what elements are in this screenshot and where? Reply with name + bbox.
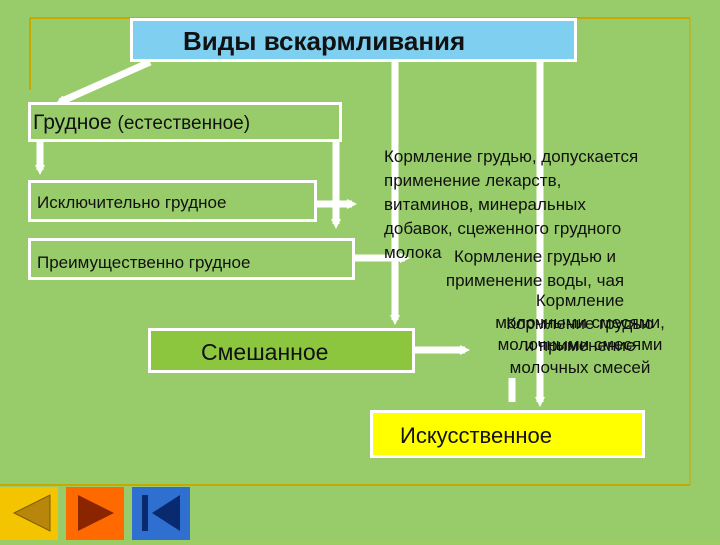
predominant-box: Преимущественно грудное bbox=[28, 238, 355, 280]
arrow-lines bbox=[35, 58, 545, 407]
nav-next-button[interactable] bbox=[132, 487, 190, 540]
arrow-title-to-breast bbox=[55, 58, 152, 106]
breast-feeding-label: Грудное (естественное) bbox=[33, 111, 250, 135]
title-box: Виды вскармливания bbox=[130, 18, 577, 62]
breast-sub: (естественное) bbox=[117, 113, 251, 134]
note-exclusive-line-3: витаминов, минеральных bbox=[384, 195, 586, 214]
artificial-box: Искусственное bbox=[370, 410, 645, 458]
note-predominant-line-1: Кормление грудью и bbox=[453, 247, 617, 266]
mixed-box: Смешанное bbox=[148, 328, 415, 373]
nav-previous-button[interactable] bbox=[66, 487, 124, 540]
note-mixed-b-line-2: и применение bbox=[524, 336, 636, 355]
nav-first-button[interactable] bbox=[0, 487, 58, 540]
note-mixed-a-line-3: молочными смесями bbox=[497, 335, 663, 354]
note-exclusive-line-1: Кормление грудью, допускается bbox=[384, 147, 639, 166]
note-predominant: Кормление грудью и применение воды, чая bbox=[420, 245, 650, 293]
note-mixed-a-line-2: молочными смесями, bbox=[495, 313, 665, 332]
breast-feeding-box: Грудное (естественное) bbox=[28, 102, 342, 142]
exclusive-label: Исключительно грудное bbox=[37, 193, 227, 212]
note-mixed-a: Кормление молочными смесями, молочными с… bbox=[470, 290, 690, 356]
note-predominant-line-2: применение воды, чая bbox=[445, 271, 625, 290]
note-mixed-b: Кормление грудью и применение молочных с… bbox=[470, 313, 690, 379]
note-exclusive-line-5: молока bbox=[384, 243, 442, 262]
first-slide-icon bbox=[12, 494, 51, 532]
title-text: Виды вскармливания bbox=[183, 26, 466, 56]
note-mixed-a-line-1: Кормление bbox=[535, 291, 625, 310]
previous-slide-icon bbox=[78, 495, 114, 531]
note-mixed-b-line-3: молочных смесей bbox=[509, 358, 651, 377]
breast-main: Грудное bbox=[33, 111, 112, 134]
note-exclusive-line-2: применение лекарств, bbox=[384, 171, 562, 190]
note-mixed-b-line-1: Кормление грудью bbox=[506, 314, 654, 333]
next-slide-icon bbox=[142, 495, 180, 531]
exclusive-box: Исключительно грудное bbox=[28, 180, 317, 222]
predominant-label: Преимущественно грудное bbox=[37, 253, 251, 272]
artificial-label: Искусственное bbox=[400, 423, 552, 448]
note-exclusive-line-4: добавок, сцеженного грудного bbox=[384, 219, 622, 238]
mixed-label: Смешанное bbox=[201, 339, 329, 365]
note-exclusive: Кормление грудью, допускается применение… bbox=[384, 145, 694, 265]
